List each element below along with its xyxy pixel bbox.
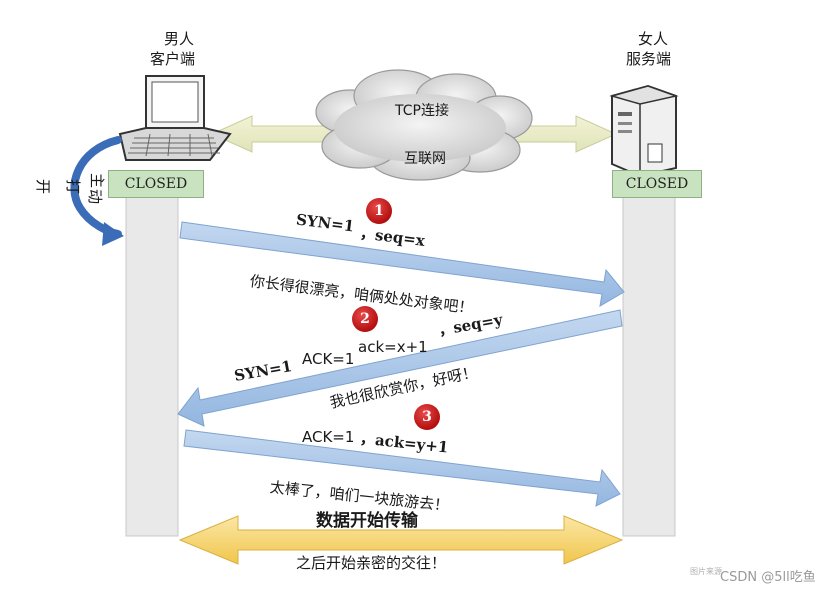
- ack-arrow: [183, 429, 621, 507]
- client-title-line2: 客户端: [150, 50, 196, 68]
- step3-ack-flag-label: ACK=1: [302, 428, 355, 446]
- client-lifeline: [125, 195, 179, 537]
- data-transfer-arrow: [178, 515, 624, 565]
- laptop-icon: [118, 75, 232, 161]
- server-title-line1: 女人: [638, 30, 669, 48]
- syn-arrow: [179, 221, 625, 307]
- data-transfer-caption: 之后开始亲密的交往！: [296, 554, 447, 572]
- watermark-faint: 图片来源: [690, 567, 722, 576]
- client-state-box: CLOSED: [108, 170, 204, 198]
- watermark-text: CSDN @5ll吃鱼: [720, 570, 816, 585]
- active-open-char1: 主: [88, 172, 107, 189]
- internet-cloud: [315, 69, 533, 181]
- tcp-connection-label: TCP连接: [395, 103, 449, 119]
- step2-ack-number-label: ack=x+1: [358, 338, 428, 356]
- step2-ack-flag-label: ACK=1: [302, 350, 355, 368]
- step2-badge: 2: [352, 306, 378, 332]
- server-icon: [609, 84, 679, 178]
- active-open-char3: 打: [64, 178, 83, 195]
- step3-badge: 3: [414, 404, 440, 430]
- active-open-arrowhead: [102, 222, 124, 246]
- syn-ack-arrow: [177, 309, 623, 427]
- server-lifeline: [622, 195, 676, 537]
- active-open-char4: 开: [34, 178, 53, 195]
- internet-label: 互联网: [404, 151, 446, 167]
- server-title-line2: 服务端: [626, 50, 672, 68]
- client-title-line1: 男人: [164, 30, 195, 48]
- server-state-box: CLOSED: [612, 170, 702, 198]
- data-transfer-title: 数据开始传输: [316, 511, 418, 531]
- active-open-char2: 动: [86, 188, 105, 205]
- step1-badge: 1: [366, 198, 392, 224]
